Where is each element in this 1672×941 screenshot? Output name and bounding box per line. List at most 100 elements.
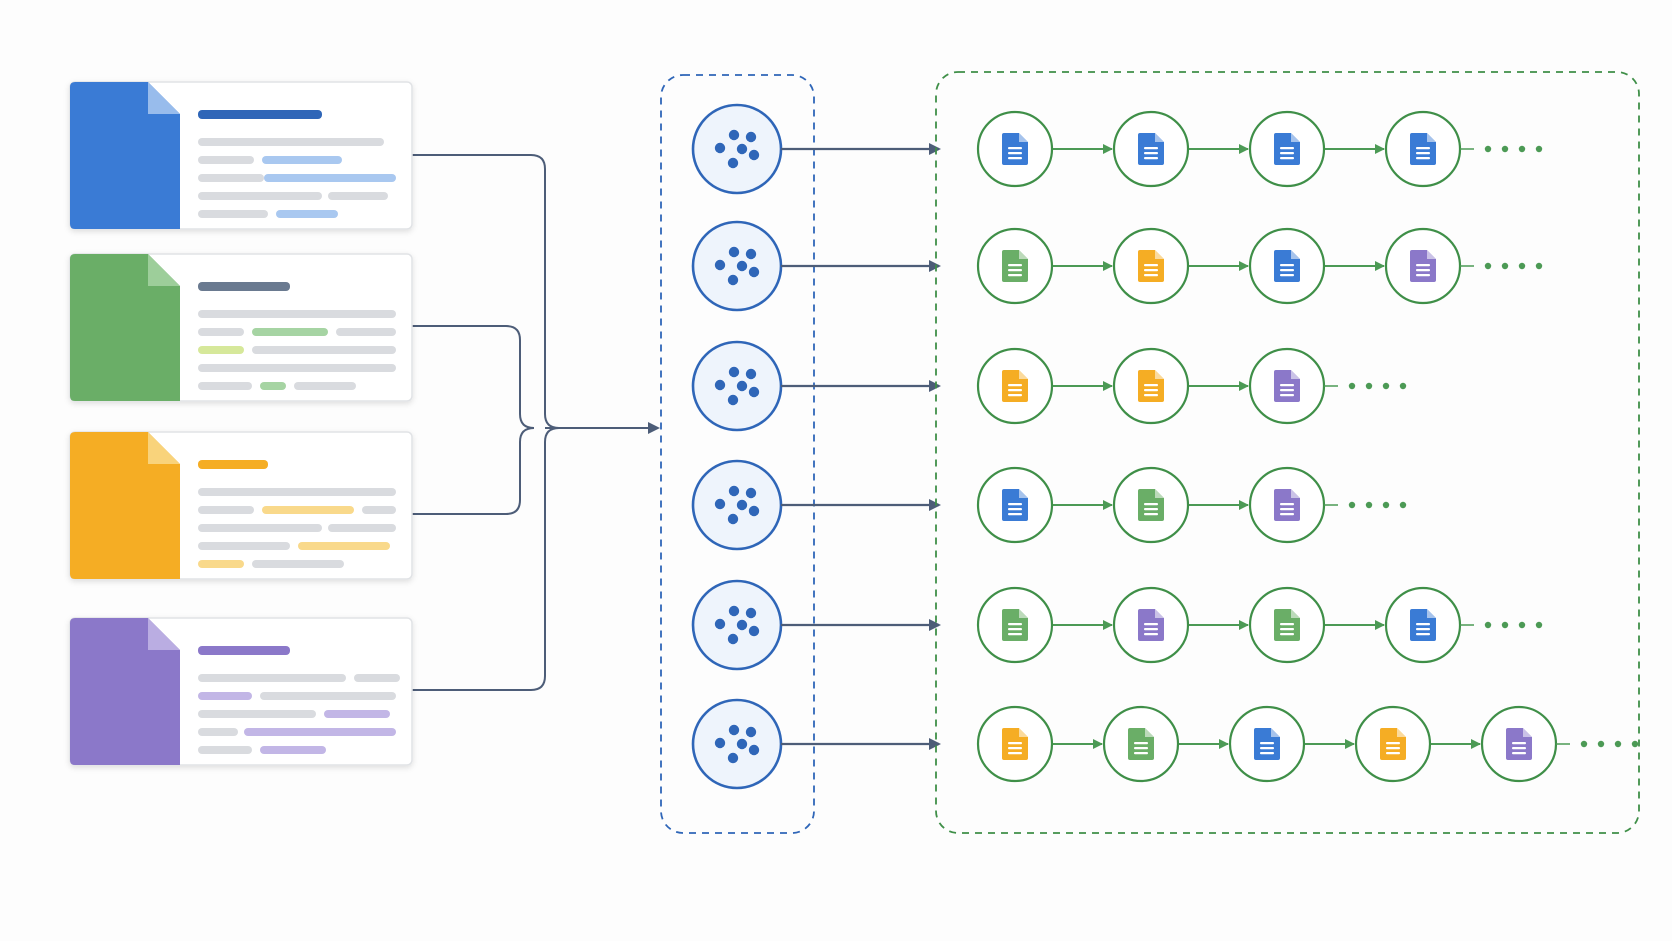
cluster-dot <box>714 379 726 391</box>
document-icon-fold <box>1427 250 1436 259</box>
chain-node <box>976 466 1054 544</box>
chain-node <box>1248 227 1326 305</box>
document-icon-line <box>1008 157 1022 160</box>
document-icon-line <box>1144 394 1158 397</box>
text-line <box>264 174 396 182</box>
document-icon-fold <box>1271 728 1280 737</box>
chain-node <box>1248 347 1326 425</box>
text-line <box>198 310 396 318</box>
continuation-dot <box>1518 621 1526 629</box>
text-line <box>198 382 252 390</box>
chain-node <box>976 586 1054 664</box>
continuation-dot <box>1382 382 1390 390</box>
document-icon-line <box>1008 394 1022 397</box>
chain-node <box>976 227 1054 305</box>
document-card <box>69 431 413 580</box>
document-icon-line <box>1008 628 1022 631</box>
cluster-dot <box>745 607 757 619</box>
document-icon-line <box>1134 752 1148 755</box>
chain-node <box>1248 466 1326 544</box>
document-icon-line <box>1260 747 1274 750</box>
document-icon <box>1128 728 1154 760</box>
cluster-dot <box>748 505 760 517</box>
continuation-dot <box>1631 740 1639 748</box>
text-line <box>198 488 396 496</box>
document-icon <box>1254 728 1280 760</box>
document-title-line <box>198 646 290 655</box>
document-icon <box>1410 609 1436 641</box>
document-icon-line <box>1008 274 1022 277</box>
document-icon-fold <box>1155 250 1164 259</box>
document-icon-fold <box>1291 250 1300 259</box>
continuation-dot <box>1348 382 1356 390</box>
cluster-node <box>691 579 783 671</box>
chain-node <box>976 110 1054 188</box>
text-line <box>198 674 346 682</box>
continuation-dot <box>1535 262 1543 270</box>
document-icon-line <box>1008 752 1022 755</box>
text-line <box>328 524 396 532</box>
cluster-dot <box>745 726 757 738</box>
document-icon-line <box>1144 633 1158 636</box>
document-icon-line <box>1280 147 1294 150</box>
document-icon-fold <box>1291 609 1300 618</box>
chain-node <box>1228 705 1306 783</box>
text-line <box>328 192 388 200</box>
cluster-dot <box>745 487 757 499</box>
chain-node <box>976 705 1054 783</box>
document-icon <box>1274 609 1300 641</box>
document-icon-line <box>1280 503 1294 506</box>
chain-node <box>1102 705 1180 783</box>
document-icon-line <box>1280 633 1294 636</box>
text-line <box>198 210 268 218</box>
document-icon-line <box>1416 269 1430 272</box>
document-icon-line <box>1260 742 1274 745</box>
document-icon-line <box>1280 384 1294 387</box>
document-icon-line <box>1280 269 1294 272</box>
text-line <box>354 674 400 682</box>
document-icon <box>1138 609 1164 641</box>
document-icon-line <box>1416 274 1430 277</box>
document-icon-line <box>1008 513 1022 516</box>
cluster-dot <box>728 605 740 617</box>
cluster-dot <box>714 618 726 630</box>
text-line <box>260 746 326 754</box>
document-icon-line <box>1008 623 1022 626</box>
document-icon <box>70 82 180 229</box>
cluster-dot <box>745 368 757 380</box>
text-line <box>198 692 252 700</box>
document-card <box>69 81 413 230</box>
text-line <box>198 524 322 532</box>
document-icon-line <box>1008 389 1022 392</box>
document-icon-line <box>1144 623 1158 626</box>
cluster-dot <box>748 149 760 161</box>
cluster-dot <box>748 625 760 637</box>
document-icon-line <box>1008 152 1022 155</box>
connector-line <box>412 154 560 429</box>
document-icon <box>1002 609 1028 641</box>
continuation-dot <box>1399 501 1407 509</box>
document-icon-line <box>1280 628 1294 631</box>
text-line <box>252 328 328 336</box>
continuation-dot <box>1518 145 1526 153</box>
cluster-node <box>691 220 783 312</box>
chain-node <box>1248 110 1326 188</box>
document-card <box>69 617 413 766</box>
cluster-dot <box>736 260 748 272</box>
document-icon-line <box>1008 384 1022 387</box>
continuation-dot <box>1597 740 1605 748</box>
connector-line <box>412 427 535 515</box>
text-line <box>198 746 252 754</box>
document-icon-line <box>1144 513 1158 516</box>
cluster-dot <box>728 485 740 497</box>
chain-node <box>1112 586 1190 664</box>
document-icon-line <box>1144 628 1158 631</box>
cluster-dot <box>714 498 726 510</box>
document-icon <box>70 618 180 765</box>
document-icon-line <box>1280 152 1294 155</box>
document-icon-line <box>1144 384 1158 387</box>
continuation-dot <box>1484 621 1492 629</box>
chain-node <box>1384 227 1462 305</box>
cluster-dot <box>727 274 739 286</box>
